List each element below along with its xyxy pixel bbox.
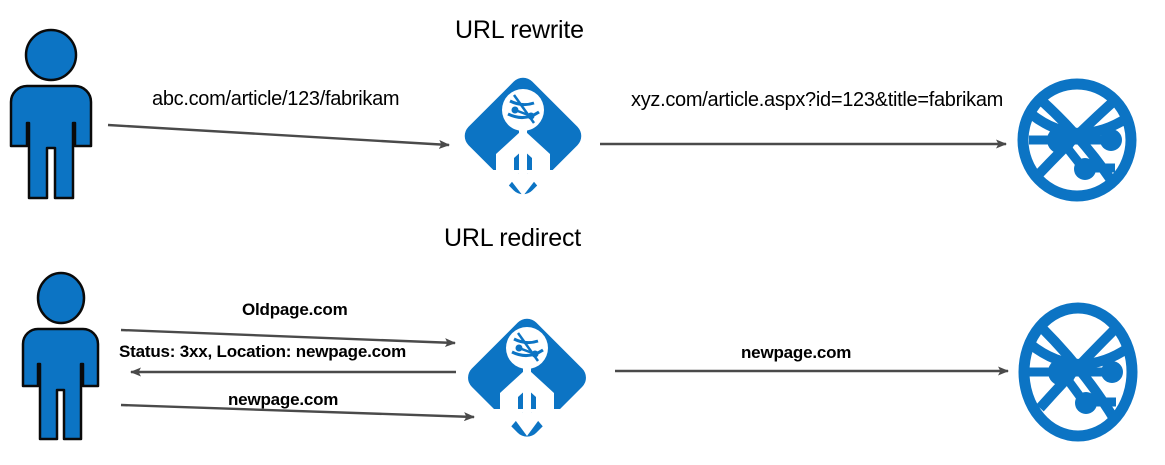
globe-network-icon bbox=[1016, 302, 1141, 442]
section-title-url-redirect: URL redirect bbox=[444, 224, 581, 252]
person-icon bbox=[18, 271, 104, 452]
application-gateway-icon bbox=[462, 295, 592, 460]
backend-url-label-redirect: newpage.com bbox=[741, 343, 852, 362]
backend-url-label-rewrite: xyz.com/article.aspx?id=123&title=fabrik… bbox=[631, 89, 1004, 111]
request-url-label-rewrite: abc.com/article/123/fabrikam bbox=[152, 88, 400, 110]
application-gateway-icon bbox=[458, 70, 588, 202]
redirect-message-label-2: newpage.com bbox=[228, 390, 339, 409]
globe-network-icon bbox=[1015, 78, 1140, 203]
redirect-message-label-1: Status: 3xx, Location: newpage.com bbox=[119, 342, 406, 361]
arrow-client-to-gateway-rewrite bbox=[107, 123, 450, 149]
redirect-message-label-0: Oldpage.com bbox=[242, 300, 348, 319]
section-title-url-rewrite: URL rewrite bbox=[455, 16, 584, 44]
person-icon bbox=[5, 28, 97, 203]
